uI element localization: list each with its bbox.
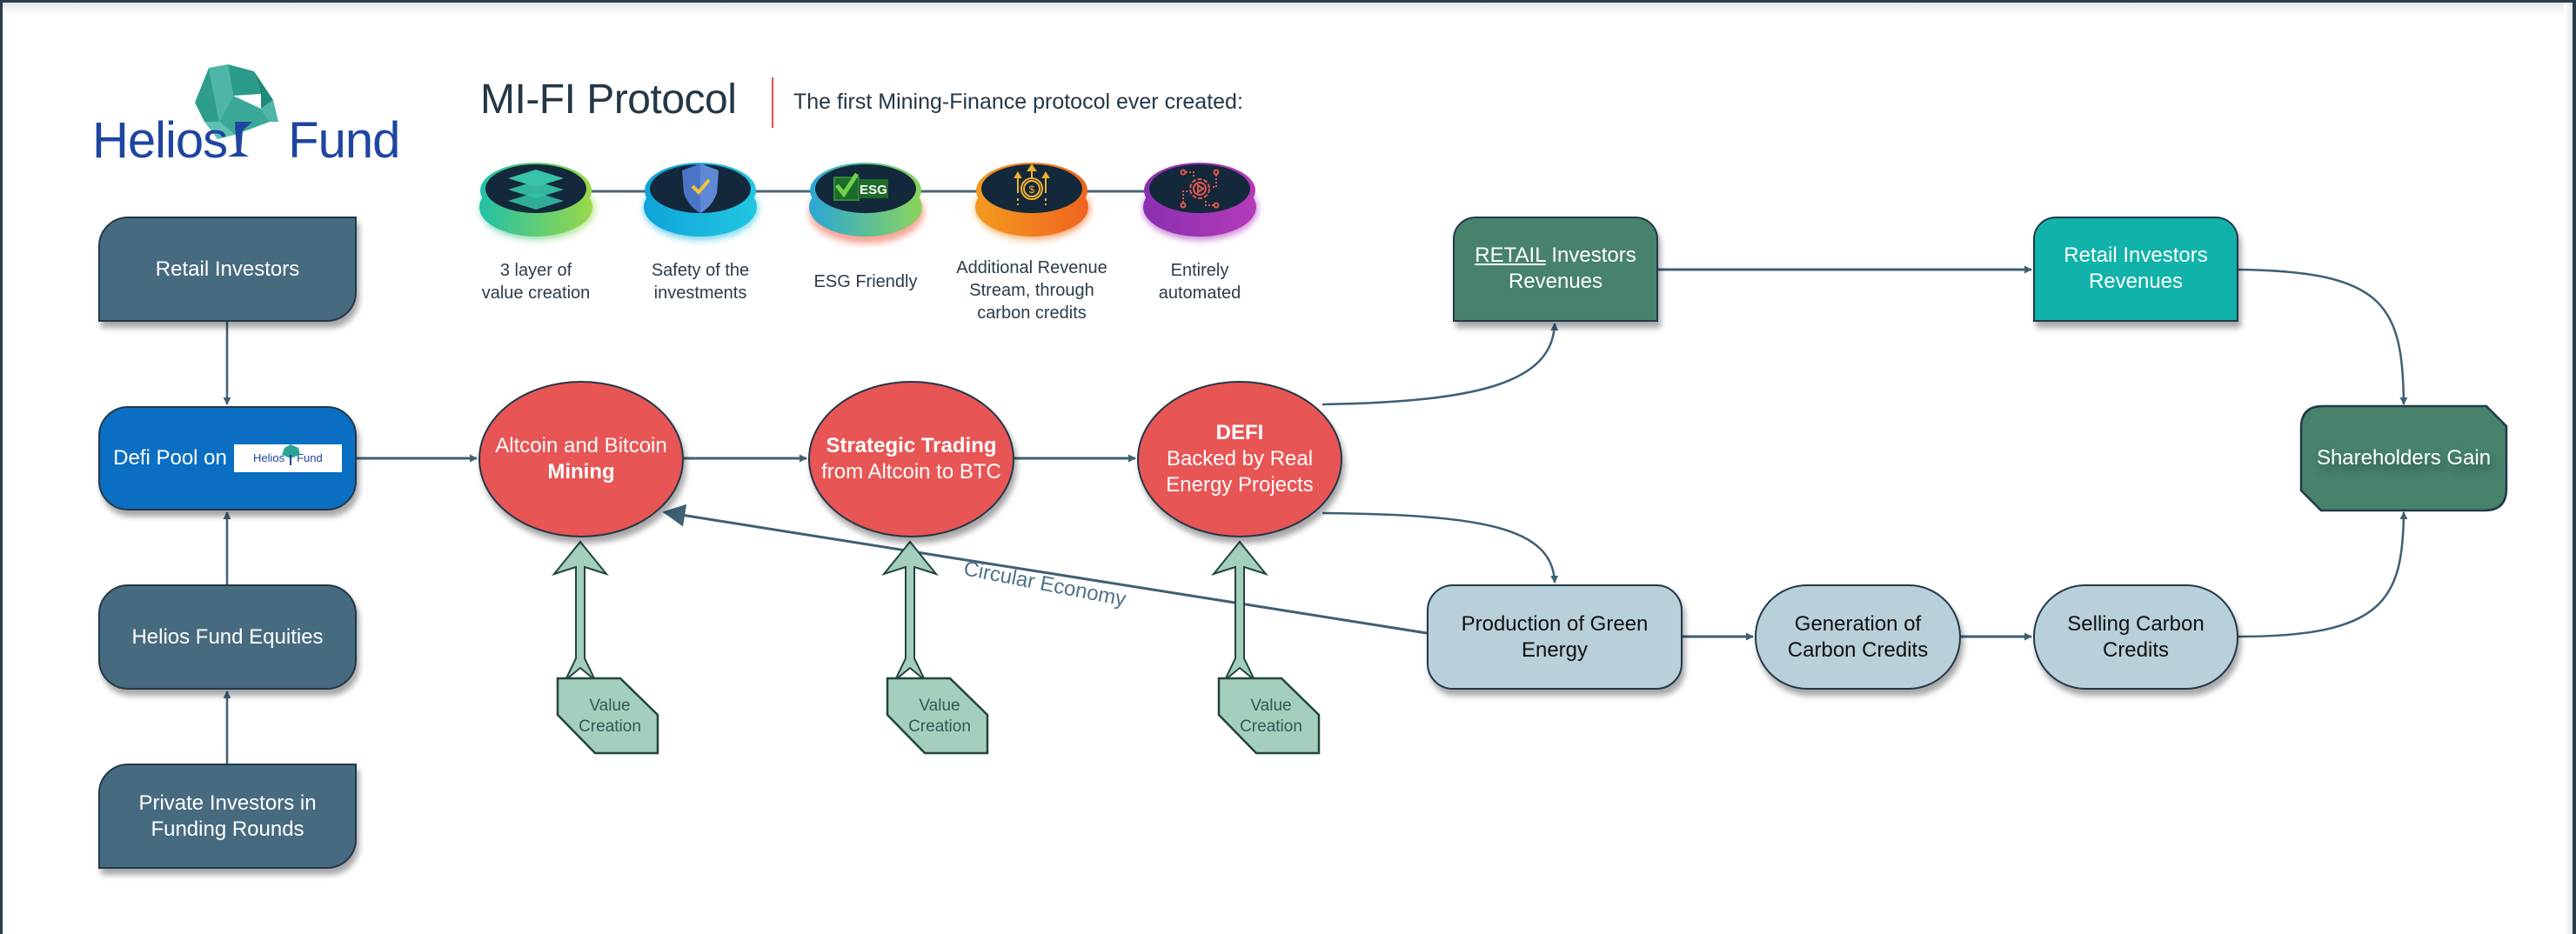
- title-divider: [772, 77, 773, 128]
- node-label: Helios Fund Equities: [131, 624, 324, 649]
- page-subtitle: The first Mining-Finance protocol ever c…: [793, 90, 1243, 114]
- vc-line: Value: [589, 697, 631, 715]
- logo-text-right: Fund: [288, 112, 400, 169]
- connector-circular-economy: [662, 504, 1428, 635]
- connector-carbon-sell-to-shareholders: [2238, 511, 2408, 638]
- svg-text:$: $: [1029, 183, 1035, 196]
- node-label: Altcoin and Bitcoin: [495, 434, 667, 457]
- feature-label-line: Safety of the: [651, 261, 750, 280]
- feature-label-automation: Entirely automated: [1104, 259, 1295, 304]
- vc-line: Creation: [579, 717, 641, 736]
- node-label: Energy Projects: [1166, 473, 1314, 497]
- feature-label-line: Entirely: [1170, 261, 1229, 280]
- mini-logo-right: Fund: [297, 451, 323, 464]
- feature-label-esg: ESG Friendly: [770, 270, 961, 293]
- tree-icon: [195, 64, 278, 157]
- feature-label-line: Additional Revenue: [956, 258, 1107, 277]
- helios-fund-logo: Helios Fund: [92, 111, 400, 170]
- node-label: from Altcoin to BTC: [821, 460, 1001, 484]
- node-label: Backed by Real: [1166, 447, 1314, 470]
- node-label: Generation of: [1794, 611, 1922, 636]
- node-label: Revenues: [1508, 270, 1603, 293]
- node-retail-investors-revenues[interactable]: Retail Investors Revenues: [2033, 217, 2238, 322]
- feature-disk-revenue: $: [975, 163, 1090, 240]
- value-creation-arrow-2: [881, 540, 989, 755]
- shield-check-icon: [682, 163, 719, 213]
- node-label: Shareholders Gain: [2316, 446, 2492, 470]
- defi-pool-helios-logo: Helios Fund: [233, 444, 342, 472]
- node-label: Production of Green: [1461, 611, 1649, 636]
- node-carbon-selling[interactable]: Selling Carbon Credits: [2033, 584, 2238, 690]
- node-label-bold: DEFI: [1215, 421, 1264, 444]
- feature-disk-layers: [479, 163, 595, 240]
- connector-defi-to-retail-revenues: [1321, 323, 1559, 406]
- node-label: Private Investors in: [138, 791, 317, 815]
- mini-logo-left: Helios: [252, 451, 285, 464]
- vc-line: Value: [1250, 697, 1292, 715]
- feature-label-line: value creation: [481, 284, 591, 303]
- node-label-bold: Strategic Trading: [826, 434, 997, 457]
- feature-label-line: 3 layer of: [499, 261, 572, 280]
- node-label: Retail Investors: [155, 257, 300, 281]
- node-label-rest: Investors: [1545, 244, 1636, 267]
- node-retail-revenues[interactable]: RETAIL Investors Revenues: [1453, 217, 1658, 322]
- feature-label-safety: Safety of the investments: [605, 259, 796, 304]
- node-defi-pool[interactable]: Defi Pool on Helios Fund: [98, 406, 357, 510]
- node-label-bold: Mining: [547, 460, 615, 484]
- mini-tree-icon: [281, 444, 300, 465]
- shareholders-shape: [2299, 404, 2508, 512]
- node-shareholders-gain[interactable]: Shareholders Gain: [2301, 406, 2506, 510]
- top-shadow: [3, 3, 2573, 15]
- layers-icon: [508, 170, 564, 210]
- node-label: Revenues: [2088, 270, 2184, 293]
- feature-label-layers: 3 layer of value creation: [440, 259, 632, 304]
- node-label: Carbon Credits: [1787, 637, 1929, 662]
- node-label: Retail Investors: [2064, 244, 2208, 267]
- node-green-energy[interactable]: Production of Green Energy: [1427, 584, 1683, 690]
- esg-check-icon: ESG: [833, 172, 888, 201]
- vc-line: Creation: [908, 717, 971, 736]
- value-creation-label-2: Value Creation: [892, 696, 987, 737]
- retail-emphasis: RETAIL: [1475, 244, 1546, 267]
- right-shadow: [2564, 3, 2573, 934]
- value-creation-arrow-3: [1211, 540, 1321, 755]
- value-creation-label-3: Value Creation: [1223, 696, 1319, 737]
- connector-defi-to-green-energy: [1321, 511, 1559, 584]
- feature-disk-esg: ESG: [809, 163, 924, 244]
- page-title: MI-FI Protocol: [480, 77, 737, 123]
- feature-disk-automation: [1143, 163, 1258, 240]
- node-label: Selling Carbon: [2067, 611, 2205, 636]
- node-private-investors[interactable]: Private Investors in Funding Rounds: [98, 764, 357, 869]
- node-helios-fund-equities[interactable]: Helios Fund Equities: [98, 584, 357, 690]
- revenue-dollar-icon: $: [1014, 163, 1050, 205]
- node-label: RETAIL Investors: [1475, 243, 1636, 269]
- value-creation-arrow-1: [552, 540, 659, 755]
- value-creation-label-1: Value Creation: [562, 696, 658, 737]
- svg-text:ESG: ESG: [860, 183, 887, 197]
- node-retail-investors[interactable]: Retail Investors: [98, 217, 357, 322]
- logo-text-left: Helios: [92, 112, 228, 169]
- connector-retail-revenues-to-shareholders: [2238, 268, 2408, 405]
- vc-line: Value: [919, 697, 960, 715]
- feature-label-revenue: Additional Revenue Stream, through carbo…: [936, 257, 1127, 324]
- node-defi[interactable]: DEFI Backed by Real Energy Projects: [1137, 381, 1342, 537]
- feature-label-line: investments: [653, 284, 747, 303]
- feature-label-line: carbon credits: [977, 304, 1087, 323]
- node-label: Energy: [1521, 637, 1589, 662]
- node-label: Defi Pool on: [113, 446, 227, 470]
- node-strategic-trading[interactable]: Strategic Trading from Altcoin to BTC: [808, 381, 1014, 537]
- node-mining[interactable]: Altcoin and Bitcoin Mining: [478, 381, 684, 537]
- node-label: Credits: [2102, 637, 2170, 662]
- node-carbon-generation[interactable]: Generation of Carbon Credits: [1755, 584, 1961, 690]
- node-label: Funding Rounds: [151, 817, 304, 841]
- feature-disk-shield: [644, 163, 759, 240]
- automation-gear-icon: [1180, 169, 1220, 209]
- feature-label-line: automated: [1158, 284, 1241, 303]
- feature-label-line: Stream, through: [969, 281, 1094, 300]
- vc-line: Creation: [1240, 717, 1302, 736]
- feature-label-line: ESG Friendly: [813, 272, 918, 291]
